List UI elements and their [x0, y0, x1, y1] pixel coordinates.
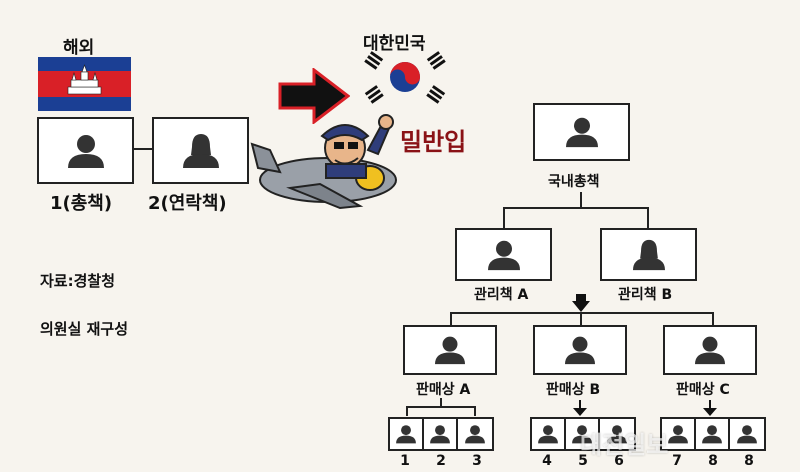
manager-a-label: 관리책 A: [474, 287, 529, 303]
buyer-group-c: [660, 417, 766, 451]
domestic-head-label: 국내총책: [548, 174, 600, 190]
person-icon: [67, 134, 104, 168]
connector: [712, 312, 714, 326]
source-label: 자료:경찰청: [40, 272, 115, 290]
connector: [474, 406, 476, 416]
person-icon: [465, 425, 485, 444]
buyer-cell: [458, 419, 492, 449]
buyer-number: 7: [672, 453, 682, 469]
head-box: [37, 117, 134, 184]
person-female-icon: [632, 239, 665, 270]
buyer-cell: [600, 419, 634, 449]
connector: [440, 398, 442, 408]
connector: [580, 312, 582, 326]
reconstruction-label: 의원실 재구성: [40, 320, 129, 338]
connector: [503, 207, 649, 209]
manager-b-box: [600, 228, 697, 281]
connector: [580, 192, 582, 208]
connector: [450, 312, 452, 326]
buyer-number: 3: [472, 453, 482, 469]
head-liaison-connector: [134, 148, 152, 150]
buyer-number: 8: [744, 453, 754, 469]
buyer-cell: [696, 419, 730, 449]
korea-label: 대한민국: [363, 34, 426, 54]
person-icon: [538, 425, 558, 444]
dealer-a-box: [403, 325, 497, 375]
person-icon: [668, 425, 688, 444]
buyer-cell: [566, 419, 600, 449]
buyer-number: 1: [400, 453, 410, 469]
buyer-number: 8: [708, 453, 718, 469]
dealer-b-box: [533, 325, 627, 375]
watermark: 대전일보: [580, 431, 669, 459]
person-female-icon: [182, 133, 219, 168]
domestic-head-box: [533, 103, 630, 161]
dealer-b-label: 판매상 B: [546, 382, 601, 398]
person-icon: [695, 336, 725, 365]
dealer-a-label: 판매상 A: [416, 382, 471, 398]
person-icon: [702, 425, 722, 444]
dealer-c-box: [663, 325, 757, 375]
arrow-down-icon: [573, 400, 587, 420]
buyer-cell: [424, 419, 458, 449]
manager-a-box: [455, 228, 552, 281]
connector: [647, 207, 649, 229]
cambodia-flag-icon: [38, 57, 131, 111]
arrow-down-icon: [703, 400, 717, 420]
dealer-c-label: 판매상 C: [676, 382, 730, 398]
person-icon: [572, 425, 592, 444]
person-icon: [565, 336, 595, 365]
buyer-number: 5: [578, 453, 588, 469]
person-icon: [396, 425, 416, 444]
buyer-cell: [662, 419, 696, 449]
connector: [503, 207, 505, 229]
person-icon: [737, 425, 757, 444]
connector: [406, 406, 408, 416]
connector: [450, 312, 714, 314]
overseas-label: 해외: [63, 38, 95, 58]
head-label: 1(총책): [50, 193, 113, 214]
manager-b-label: 관리책 B: [618, 287, 673, 303]
korea-flag-icon: [361, 48, 449, 110]
smuggling-label: 밀반입: [400, 128, 467, 156]
buyer-number: 4: [542, 453, 552, 469]
arrow-right-icon: [278, 66, 351, 128]
person-icon: [435, 336, 465, 365]
buyer-number: 2: [436, 453, 446, 469]
liaison-box: [152, 117, 249, 184]
liaison-label: 2(연락책): [148, 193, 227, 214]
person-icon: [607, 425, 627, 444]
person-icon: [487, 240, 520, 270]
buyer-number: 6: [614, 453, 624, 469]
buyer-cell: [390, 419, 424, 449]
person-icon: [565, 117, 598, 148]
arrow-down-icon: [572, 294, 590, 316]
buyer-cell: [730, 419, 764, 449]
buyer-group-a: [388, 417, 494, 451]
buyer-cell: [532, 419, 566, 449]
person-icon: [430, 425, 450, 444]
buyer-group-b: [530, 417, 636, 451]
airplane-pilot-illustration: [250, 110, 400, 216]
